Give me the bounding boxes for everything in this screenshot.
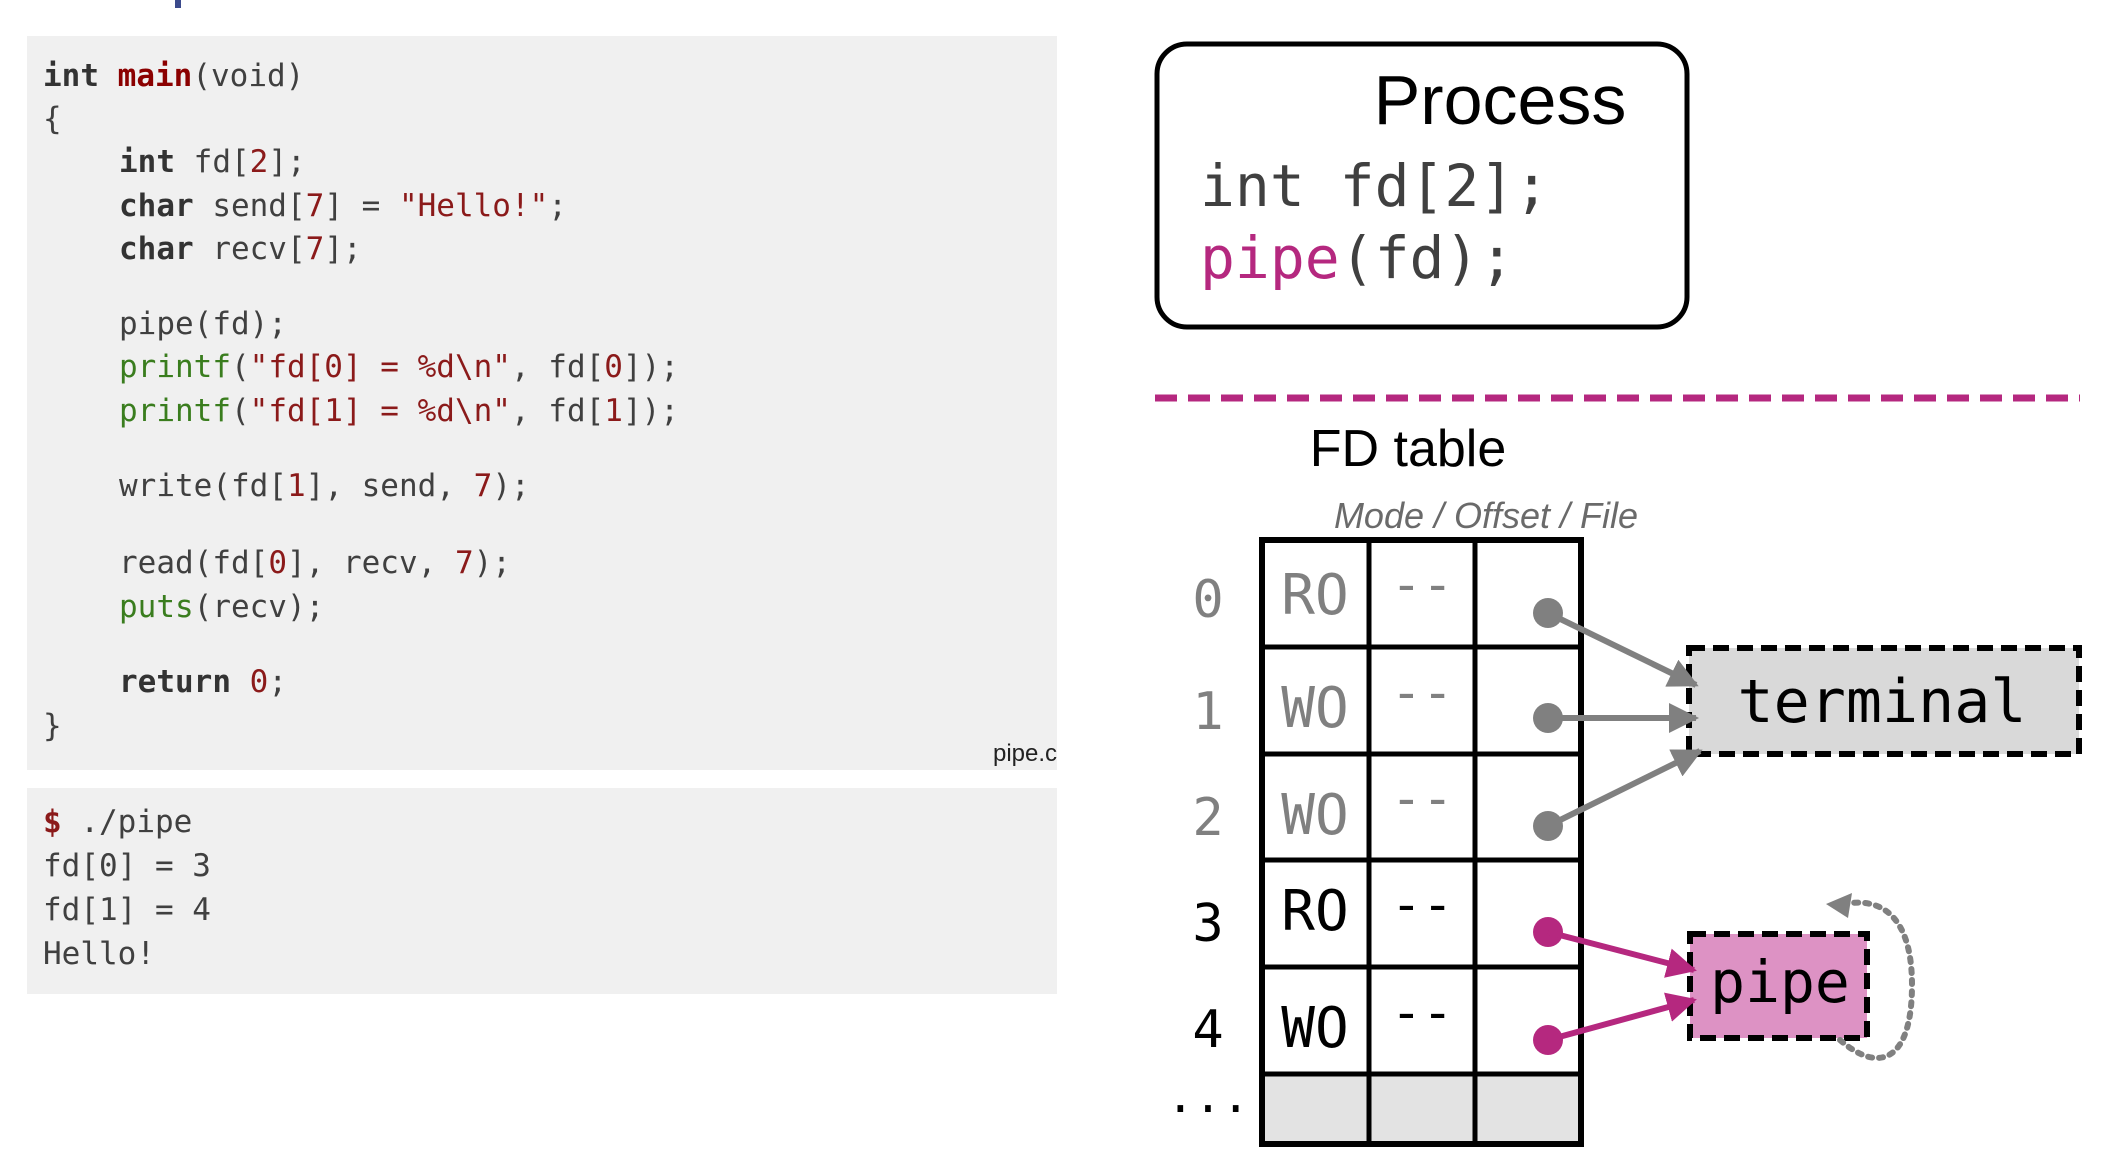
code-line: int fd[2]; <box>119 144 306 180</box>
source-code-panel: int main(void) { int fd[2]; char send[7]… <box>27 36 1057 770</box>
code-line: pipe(fd); <box>119 306 287 342</box>
code-line: { <box>43 101 62 137</box>
fd-pointer-arrow <box>1547 929 1697 978</box>
process-box <box>1154 41 1690 330</box>
code-line: char recv[7]; <box>119 231 362 267</box>
terminal-output-line: Hello! <box>43 936 155 972</box>
fd-index: 0 <box>1192 570 1223 630</box>
pipe-object <box>1687 931 1870 1041</box>
pipe-buffer-loop <box>1837 899 1916 1061</box>
fd-table-title: FD table <box>1310 420 1507 478</box>
fd-index: 2 <box>1192 788 1223 848</box>
fd-pointer-arrow <box>1546 610 1699 688</box>
fd-index: 4 <box>1192 1000 1223 1060</box>
fd-mode-cell: RO <box>1281 879 1348 944</box>
fd-table-empty-row <box>1262 1074 1581 1144</box>
fd-index: 1 <box>1192 682 1223 742</box>
terminal-file-label: terminal <box>1738 667 2027 737</box>
terminal-output-line: fd[0] = 3 <box>43 848 211 884</box>
fd-mode-cell: WO <box>1281 996 1348 1061</box>
fd-mode-cell: WO <box>1281 783 1348 848</box>
source-code: int main(void) { int fd[2]; char send[7]… <box>43 36 679 744</box>
fd-index: 3 <box>1192 894 1223 954</box>
fd-offset-cell: -- <box>1391 555 1454 615</box>
fd-offset-cell: -- <box>1391 663 1454 723</box>
fd-mode-cell: RO <box>1281 563 1348 628</box>
terminal-output: $ ./pipe fd[0] = 3 fd[1] = 4 Hello! <box>43 788 211 1004</box>
fd-offset-cell: -- <box>1391 983 1454 1043</box>
fd-table-border <box>1259 537 1584 1147</box>
terminal-file-object <box>1686 645 2082 757</box>
fd-offset-cell: -- <box>1391 769 1454 829</box>
code-line: read(fd[0], recv, 7); <box>119 545 511 581</box>
fd-table-subtitle: Mode / Offset / File <box>1334 495 1638 536</box>
code-line: } <box>43 708 62 744</box>
fd-offset-cell: -- <box>1391 875 1454 935</box>
fd-mode-cell: WO <box>1281 676 1348 741</box>
pipe-object-label: pipe <box>1710 948 1850 1016</box>
process-code-line: int fd[2]; <box>1200 152 1549 220</box>
terminal-output-panel: $ ./pipe fd[0] = 3 fd[1] = 4 Hello! <box>27 788 1057 994</box>
process-title: Process <box>1374 61 1627 139</box>
code-line: printf("fd[0] = %d\n", fd[0]); <box>119 349 679 385</box>
terminal-output-line: fd[1] = 4 <box>43 892 211 928</box>
code-line: char send[7] = "Hello!"; <box>119 188 567 224</box>
fd-table-grid <box>1259 537 1584 1147</box>
code-line: printf("fd[1] = %d\n", fd[1]); <box>119 393 679 429</box>
terminal-command-line: $ ./pipe <box>43 804 193 840</box>
code-line: return 0; <box>119 664 287 700</box>
title-accent-mark <box>175 0 181 8</box>
file-name-label: pipe.c <box>993 740 1058 767</box>
fd-table-ellipsis: ... <box>1166 1069 1249 1123</box>
code-line: int main(void) <box>43 58 305 94</box>
code-line: write(fd[1], send, 7); <box>119 468 530 504</box>
fd-pointer-arrow <box>1546 748 1703 829</box>
code-line: puts(recv); <box>119 589 325 625</box>
process-code-line: pipe(fd); <box>1200 224 1514 292</box>
pipe-loop-arrowhead <box>1826 893 1852 918</box>
fd-pointer-arrow <box>1547 992 1697 1043</box>
